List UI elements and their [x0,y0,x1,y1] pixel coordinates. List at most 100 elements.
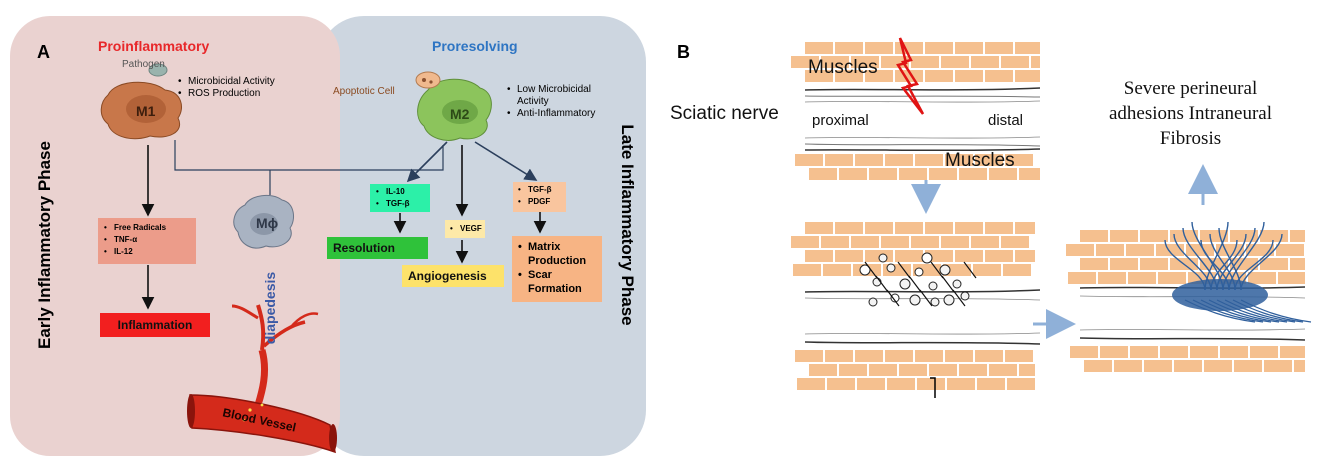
m2-note: Anti-Inflammatory [507,108,617,120]
tgf-pdgf-box: TGF-β PDGF [513,182,566,212]
muscle-block [1098,272,1126,284]
m1-cell [100,63,182,140]
muscle-block [1015,70,1040,82]
angiogenesis-box: Angiogenesis [402,265,504,287]
muscle-block [911,236,939,248]
early-phase-label: Early Inflammatory Phase [35,141,54,349]
muscle-block [895,42,923,54]
fibrin-strand [875,275,889,293]
fibrin-strand [897,261,911,279]
inflammation-label: Inflammation [117,318,193,332]
muscle-block [1278,272,1305,284]
muscle-block [1216,244,1244,256]
muscle-block [1220,346,1248,358]
muscle-block [1015,42,1040,54]
muscle-block [1005,154,1033,166]
distal-label: distal [988,112,1024,129]
matrix-item: Scar Formation [518,268,596,296]
cell-icon [886,263,896,273]
muscle-block [839,168,867,180]
vegf-item: VEGF [450,220,482,238]
fibrosis-strand [1234,239,1274,291]
muscle-block [827,378,855,390]
fibrin-strand [919,289,933,307]
tgf-item: TGF-β [518,184,561,196]
muscle-block [1066,244,1094,256]
muscle-block [929,364,957,376]
muscle-block [1290,230,1305,242]
muscle-block [955,250,983,262]
fibrosis-strand [1210,239,1238,291]
pdgf-item: PDGF [518,196,561,208]
muscle-block [1114,360,1142,372]
angiogenesis-label: Angiogenesis [408,269,487,283]
muscle-block [985,42,1013,54]
resolution-box: Resolution [327,237,428,259]
muscle-block [941,236,969,248]
muscle-block [955,222,983,234]
fibrosis-strand [1184,299,1256,323]
muscle-block [1100,346,1128,358]
muscles-bottom-label: Muscles [945,150,1015,171]
muscle-block [1003,264,1031,276]
muscle-block [1070,346,1098,358]
pathogen-icon [148,63,168,77]
fibrosis-strand [1200,299,1272,323]
arrow-m2-tgf [474,141,538,181]
blood-vessel-graphic [187,304,337,454]
panel-b-label: B [677,42,690,62]
fibrin-strand [864,261,878,279]
cell-icon [928,281,938,291]
muscle-block [1015,222,1035,234]
muscle-block [929,168,957,180]
muscle-block [899,168,927,180]
muscle-block [1128,272,1156,284]
fibrosis-strand [1192,299,1264,323]
injured-nerve-middle [804,252,1041,345]
fibrosis-strand [1224,299,1296,323]
muscle-block [1140,258,1168,270]
muscle-block [809,364,837,376]
fibrosis-strand [1209,233,1236,291]
muscle-block [1264,360,1292,372]
muscle-block [1015,250,1035,262]
muscle-block [1019,364,1035,376]
muscle-block [899,364,927,376]
matrix-box: Matrix Production Scar Formation [512,236,602,302]
fibrosis-strand [1182,227,1218,291]
muscle-block [865,42,893,54]
muscle-block [989,364,1017,376]
outcome-line: adhesions Intraneural [1108,103,1273,124]
muscle-block [885,154,913,166]
fibrosis-strand [1228,221,1265,291]
muscle-block [925,70,953,82]
cell-icon [921,252,933,264]
muscle-block [1110,258,1138,270]
muscle-block [1001,56,1029,68]
muscle-block [821,56,849,68]
muscle-block [1130,346,1158,358]
muscle-block [835,222,863,234]
m1-notes: Microbicidal Activity ROS Production [178,76,275,100]
muscle-block [851,56,879,68]
free-radicals-item: TNF-α [104,234,190,246]
il10-tgf-box: IL-10 TGF-β [370,184,430,212]
muscle-block [1160,346,1188,358]
muscle-block [971,56,999,68]
fibrosis-strand [1173,233,1212,291]
apoptotic-cell-label: Apoptotic Cell [333,86,395,97]
fibrosis-strand [1240,233,1283,291]
muscle-block [1260,230,1288,242]
muscle-block [975,154,1003,166]
m2-label: M2 [450,106,470,122]
muscle-block [791,236,819,248]
muscle-block [1126,244,1154,256]
muscle-block [985,222,1013,234]
proresolving-title: Proresolving [432,38,518,54]
muscle-block [825,350,853,362]
fibrosis-strand [1208,299,1280,323]
muscle-block [1156,244,1184,256]
proinflammatory-title: Proinflammatory [98,38,210,54]
free-radicals-box: Free Radicals TNF-α IL-12 [98,218,196,264]
muscle-block [805,70,833,82]
